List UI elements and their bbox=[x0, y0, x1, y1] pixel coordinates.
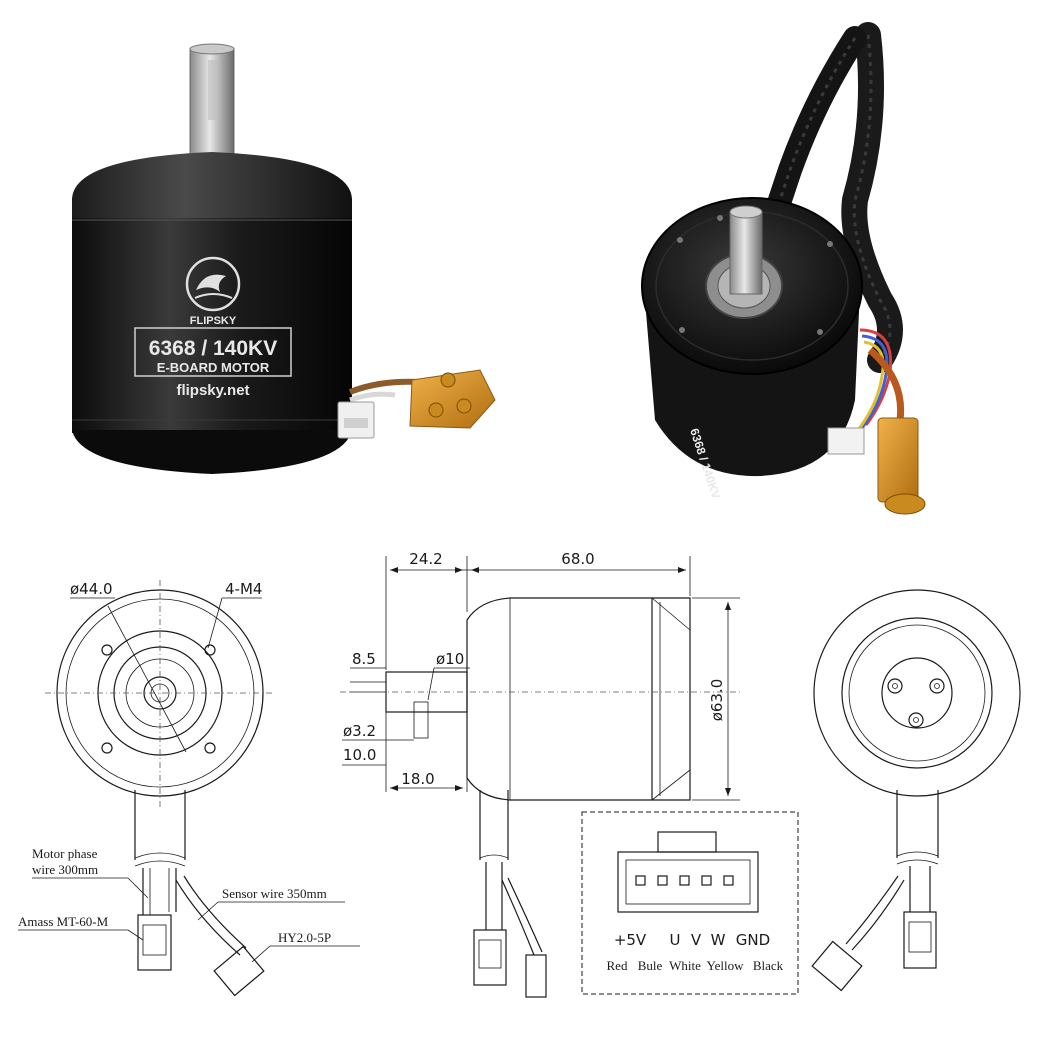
sensor-connector-right bbox=[827, 427, 865, 455]
wire-color-bule: Bule bbox=[638, 958, 663, 973]
dim-18: 18.0 bbox=[401, 770, 434, 788]
wire-color-black: Black bbox=[753, 958, 784, 973]
front-view-drawing: ø44.0 4-M4 Motor phase wire 300mm Sensor… bbox=[18, 580, 360, 997]
site-text: flipsky.net bbox=[176, 382, 249, 399]
pin-label-u: U bbox=[670, 931, 681, 949]
hy-connector-face bbox=[617, 851, 759, 913]
phase-connector-drawing-2 bbox=[473, 929, 507, 986]
wire-color-white: White bbox=[669, 958, 701, 973]
model-plate bbox=[134, 327, 292, 377]
note-amass: Amass MT-60-M bbox=[18, 914, 109, 929]
sensor-connector-drawing-2 bbox=[525, 954, 547, 998]
dim-shaft-dia: ø10 bbox=[436, 650, 464, 668]
brand-text: FLIPSKY bbox=[190, 315, 237, 327]
dim-hole-dia: ø3.2 bbox=[343, 722, 376, 740]
side-view-drawing: 24.2 68.0 ø63.0 8.5 ø10 ø3.2 10.0 18.0 bbox=[340, 550, 740, 998]
flipsky-logo bbox=[185, 256, 241, 312]
front-dia-label: ø44.0 bbox=[70, 580, 113, 598]
sensor-connector-drawing-3 bbox=[811, 940, 863, 992]
holes-label: 4-M4 bbox=[225, 580, 262, 598]
wire-color-yellow: Yellow bbox=[707, 958, 745, 973]
sensor-connector-drawing-1 bbox=[213, 945, 265, 997]
model-text: 6368 / 140KV bbox=[149, 337, 277, 360]
wire-color-red: Red bbox=[607, 958, 628, 973]
phase-connector-drawing-3 bbox=[903, 911, 937, 969]
motor-photo-left: FLIPSKY 6368 / 140KV E-BOARD MOTOR flips… bbox=[72, 43, 496, 474]
note-hy: HY2.0-5P bbox=[278, 930, 331, 945]
type-text: E-BOARD MOTOR bbox=[157, 360, 270, 375]
xt60-connector-right bbox=[877, 417, 919, 503]
pin-label-gnd: GND bbox=[736, 931, 770, 949]
shaft bbox=[729, 211, 763, 295]
pinout-box: +5V U V W GND Red Bule White Yellow Blac… bbox=[581, 811, 799, 995]
dim-10: 10.0 bbox=[343, 746, 376, 764]
dim-shaft-len: 24.2 bbox=[409, 550, 442, 568]
note-phase-1: Motor phase bbox=[32, 846, 98, 861]
dim-key: 8.5 bbox=[352, 650, 376, 668]
pin-label-v: V bbox=[691, 931, 702, 949]
note-phase-2: wire 300mm bbox=[32, 862, 98, 877]
shaft-drawing bbox=[385, 671, 468, 713]
rear-view-drawing bbox=[811, 589, 1021, 992]
pin-label-w: W bbox=[711, 931, 726, 949]
dim-body-dia: ø63.0 bbox=[708, 679, 726, 722]
dim-body-len: 68.0 bbox=[561, 550, 594, 568]
note-sensor: Sensor wire 350mm bbox=[222, 886, 327, 901]
pin-label-5v: +5V bbox=[614, 931, 647, 949]
motor-photo-right: 6368 / 140KV bbox=[641, 22, 926, 515]
phase-connector-drawing-1 bbox=[137, 914, 172, 971]
